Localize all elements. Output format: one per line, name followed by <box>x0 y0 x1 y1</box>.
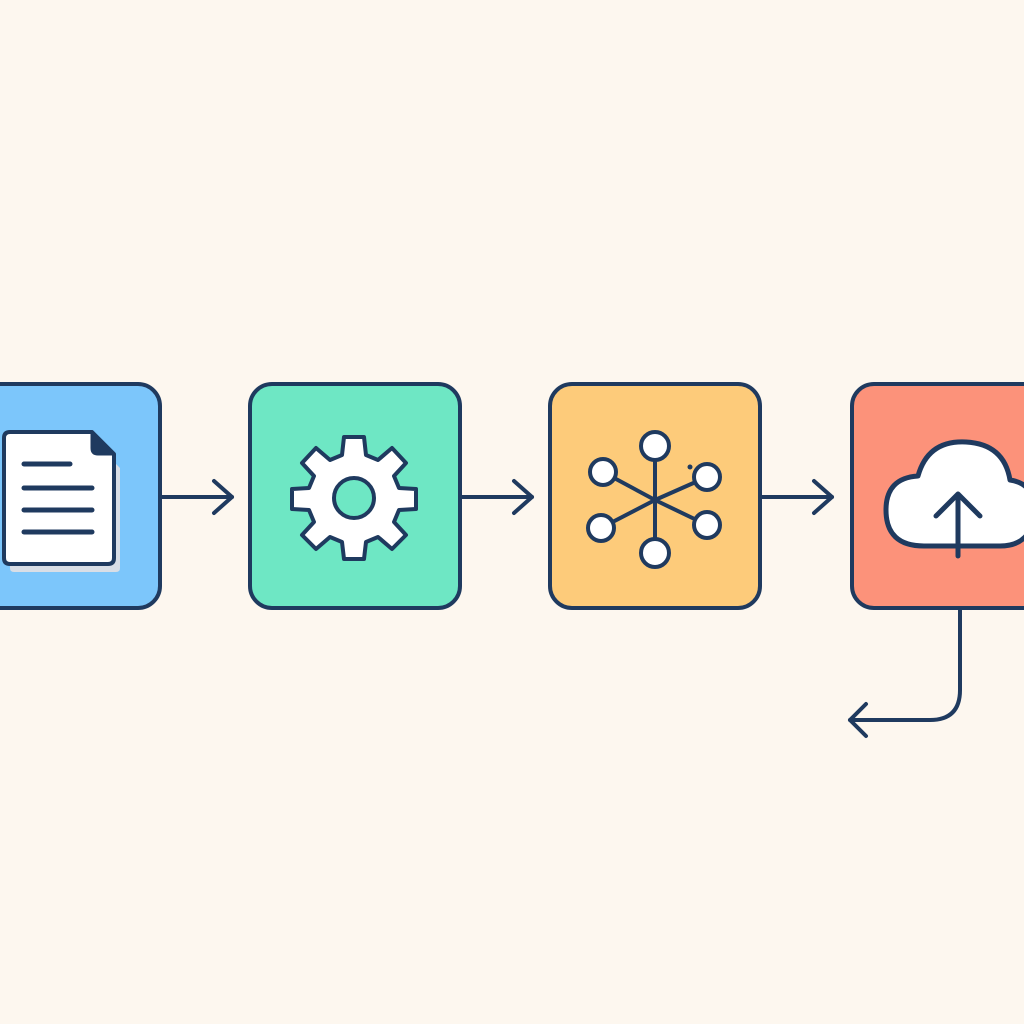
network-node <box>639 430 671 462</box>
step-network <box>548 382 762 610</box>
network-node <box>586 513 616 543</box>
network-node <box>588 457 618 487</box>
step-document <box>0 382 162 610</box>
step-upload <box>850 382 1024 610</box>
network-node <box>692 462 722 492</box>
gear-icon <box>290 435 418 561</box>
arrow-process-to-network <box>460 479 534 515</box>
cloud-upload-icon <box>883 439 1024 559</box>
arrow-network-to-upload <box>760 479 834 515</box>
return-arrow <box>848 608 962 738</box>
document-icon <box>2 430 120 572</box>
network-icon <box>586 430 722 569</box>
network-node <box>639 537 671 569</box>
step-process <box>248 382 462 610</box>
network-dot <box>687 464 693 470</box>
network-node <box>692 510 722 540</box>
arrow-document-to-process <box>160 479 234 515</box>
